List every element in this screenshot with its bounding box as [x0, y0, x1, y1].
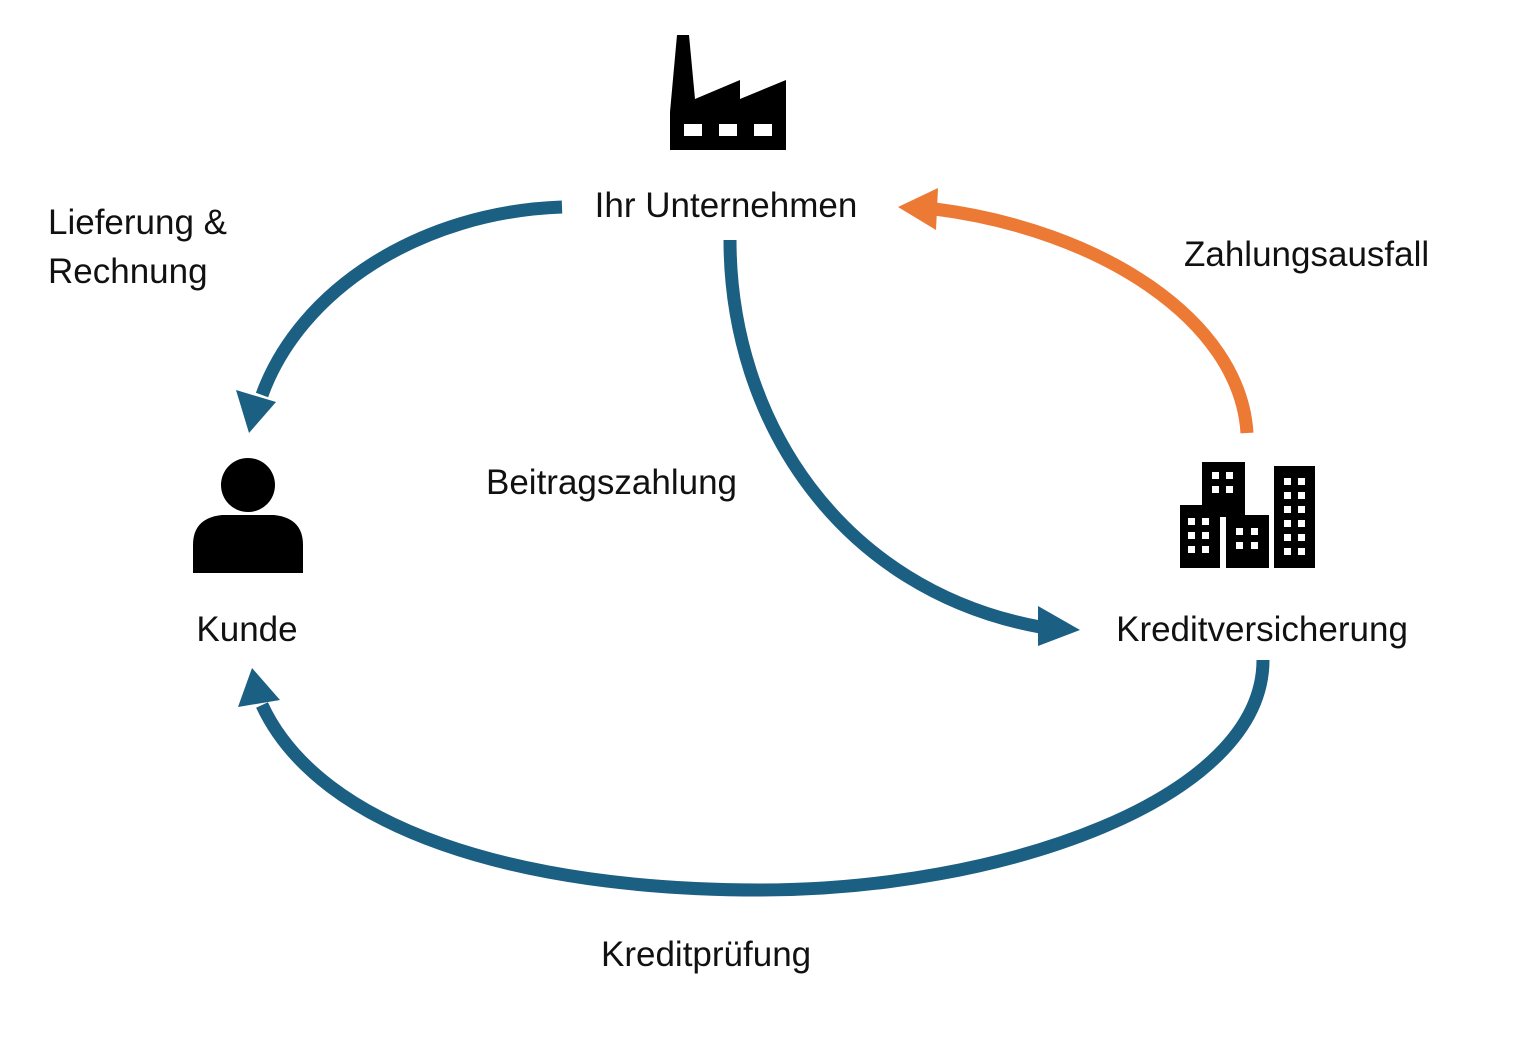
node-label-company: Ihr Unternehmen: [595, 186, 858, 225]
node-label-insurer: Kreditversicherung: [1116, 610, 1408, 649]
arrow-default: [898, 188, 1254, 434]
edge-label-credit-check: Kreditprüfung: [601, 935, 811, 974]
arrow-credit-check: [238, 659, 1270, 897]
node-label-customer: Kunde: [196, 610, 297, 649]
edge-label-premium: Beitragszahlung: [486, 463, 737, 502]
arrow-premium: [723, 239, 1080, 646]
arrow-delivery: [236, 200, 563, 433]
person-icon: [193, 458, 303, 573]
edge-label-delivery-line1: Lieferung &: [48, 203, 227, 242]
factory-icon: [670, 35, 786, 150]
edge-label-default: Zahlungsausfall: [1184, 235, 1429, 274]
office-buildings-icon: [1180, 462, 1315, 568]
edge-label-delivery-line2: Rechnung: [48, 252, 208, 291]
